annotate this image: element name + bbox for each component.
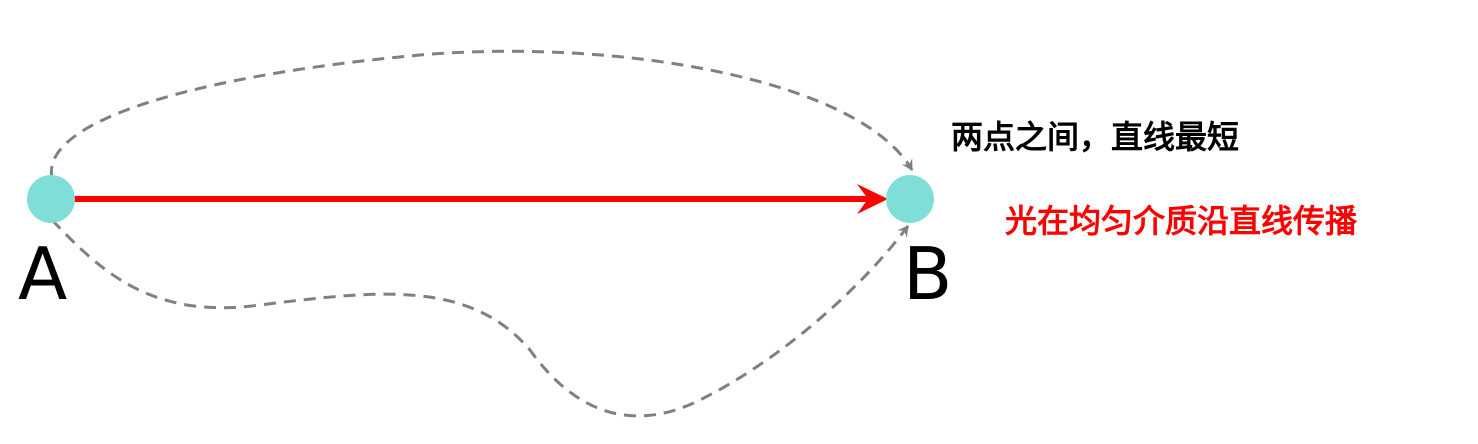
light-propagation-note: 光在均匀介质沿直线传播 (1005, 202, 1358, 240)
shortest-path-note: 两点之间，直线最短 (951, 118, 1240, 156)
node-a-label: A (18, 232, 68, 316)
node-b (886, 175, 934, 223)
node-b-label: B (903, 232, 953, 316)
straight-path-arrowhead (857, 184, 888, 214)
upper-curved-path (49, 49, 914, 179)
node-a (27, 175, 75, 223)
lower-curved-path (50, 218, 910, 418)
